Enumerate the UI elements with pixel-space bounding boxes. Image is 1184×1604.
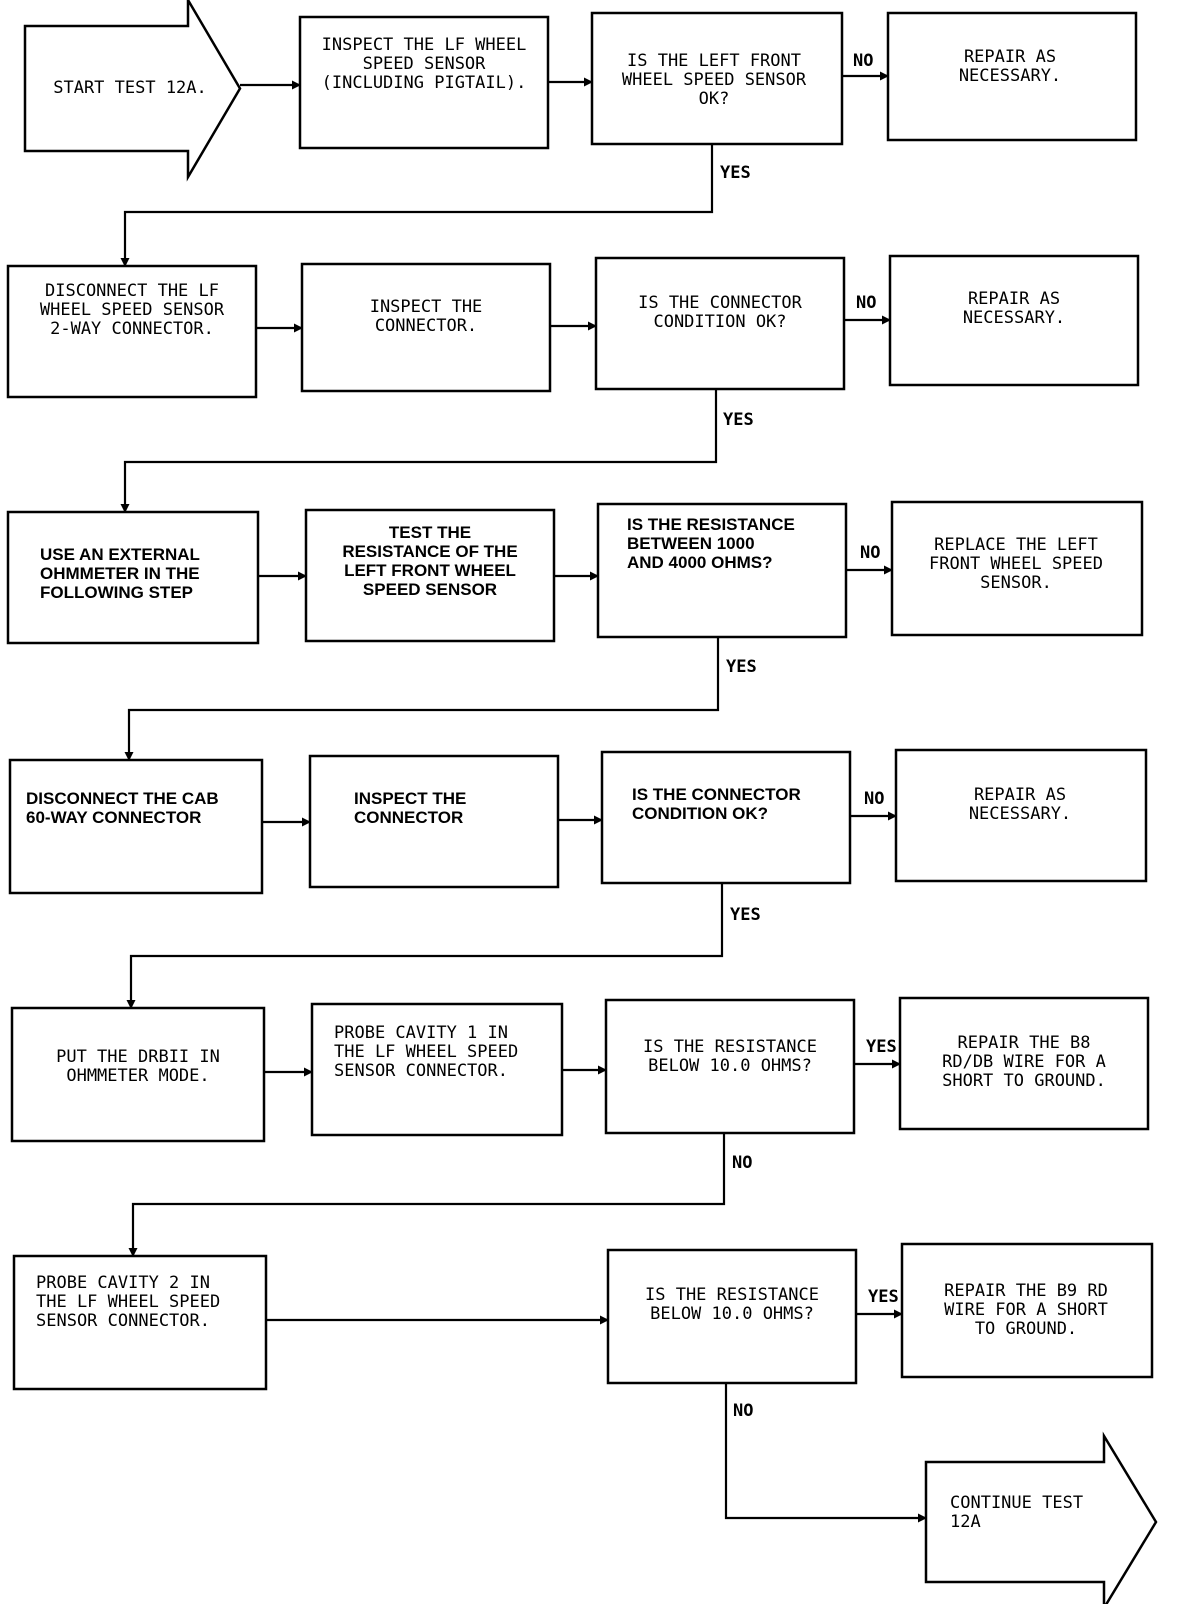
result-box-1	[886, 11, 1138, 142]
action-box-2-1	[6, 264, 258, 399]
action-box-3-1	[6, 510, 260, 645]
no-label-1: NO	[853, 51, 873, 71]
action-box-5-1	[10, 1006, 266, 1143]
no-label-3: NO	[860, 543, 880, 563]
start-arrow	[23, 0, 242, 182]
result-box-4	[894, 748, 1148, 883]
result-box-5	[898, 996, 1150, 1131]
yes-label-5: YES	[866, 1037, 897, 1057]
action-box-1-2	[298, 15, 550, 150]
connector-decision-3-yes	[124, 637, 720, 761]
no-label-2: NO	[856, 293, 876, 313]
result-box-6	[900, 1242, 1154, 1379]
action-box-4-2	[308, 754, 560, 889]
result-box-3	[890, 500, 1144, 637]
yes-label-2: YES	[723, 410, 754, 430]
action-box-5-2	[310, 1002, 564, 1137]
decision-box-2	[594, 256, 846, 391]
no-label-5: NO	[732, 1153, 752, 1173]
no-label-6: NO	[733, 1401, 753, 1421]
action-box-6-1	[12, 1254, 268, 1391]
decision-box-5	[604, 998, 856, 1135]
decision-box-6	[606, 1248, 858, 1385]
connector-decision-5-no	[128, 1133, 726, 1257]
no-label-4: NO	[864, 789, 884, 809]
connector-decision-4-yes	[126, 883, 724, 1009]
action-box-4-1	[8, 758, 264, 895]
yes-label-3: YES	[726, 657, 757, 677]
decision-box-4	[600, 750, 852, 885]
yes-label-1: YES	[720, 163, 751, 183]
connector-decision-1-yes	[120, 144, 714, 267]
decision-box-3	[596, 502, 848, 639]
result-box-2	[888, 254, 1140, 387]
connector-decision-2-yes	[120, 389, 718, 513]
connector-decision-6-no	[724, 1383, 927, 1523]
yes-label-4: YES	[730, 905, 761, 925]
start-label: START TEST 12A.	[53, 78, 207, 98]
yes-label-6: YES	[868, 1287, 899, 1307]
continue-arrow	[924, 1431, 1158, 1604]
